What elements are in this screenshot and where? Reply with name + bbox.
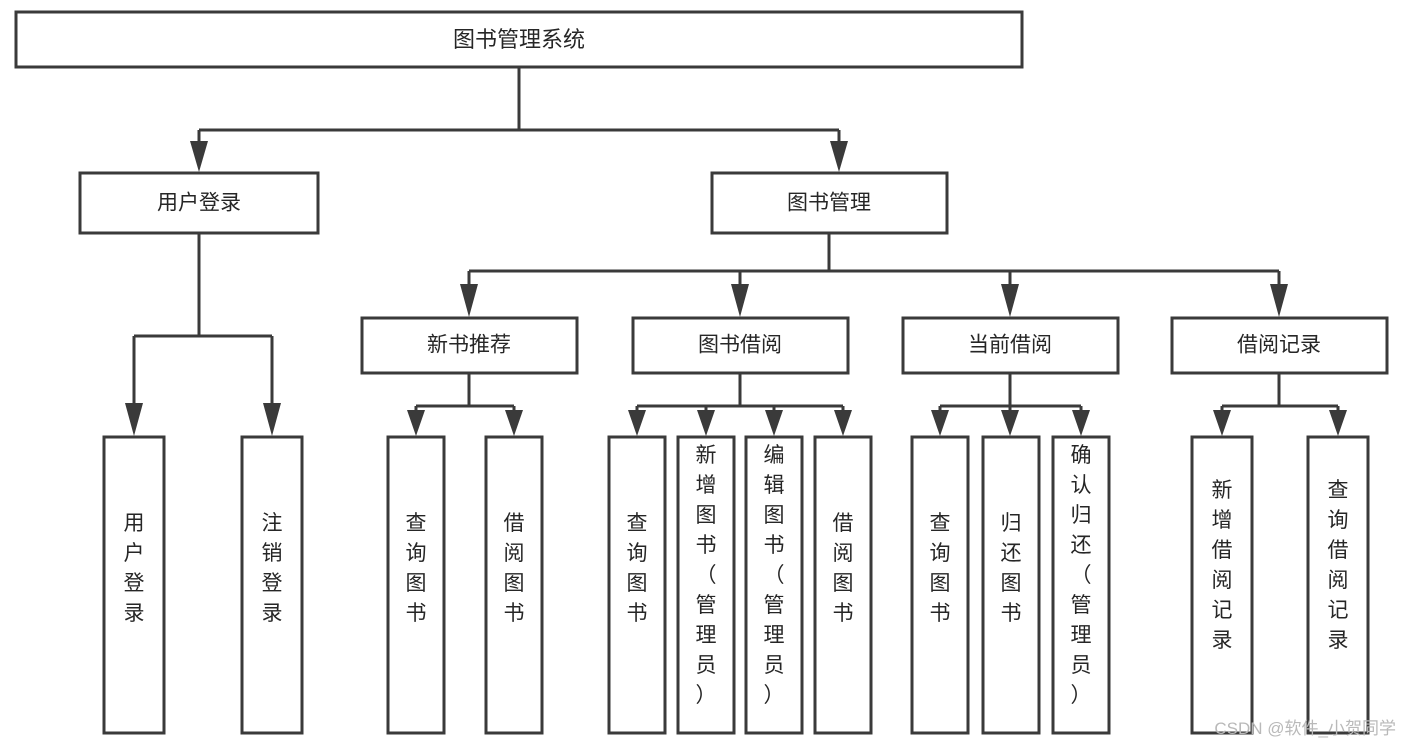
arrow-head-icon [263, 403, 281, 436]
node-user-login-label: 用户登录 [157, 192, 241, 215]
arrow-head-icon [1270, 284, 1288, 317]
arrow-head-icon [931, 410, 949, 436]
node-user-login-box[interactable] [78, 171, 320, 235]
leaf-records-add-record-label: 新增借阅记录 [1212, 479, 1233, 652]
leaf-user-login-box[interactable] [102, 435, 166, 735]
arrow-head-icon [830, 141, 848, 172]
leaf-newrec-query-book-box[interactable] [386, 435, 446, 735]
arrow-head-icon [834, 410, 852, 436]
leaf-borrow-edit-book[interactable]: 编辑图书（管理员） [744, 435, 804, 735]
leaf-newrec-query-book[interactable]: 查询图书 [386, 435, 446, 735]
arrow-head-icon [125, 403, 143, 436]
leaf-records-add-record-box[interactable] [1190, 435, 1254, 735]
leaf-borrow-query-book-label: 查询图书 [627, 512, 648, 625]
node-book-borrow[interactable]: 图书借阅 [631, 316, 850, 375]
leaf-borrow-add-book-label: 新增图书（管理员） [696, 444, 717, 707]
leaf-current-query-book-label: 查询图书 [930, 512, 951, 625]
leaf-newrec-borrow-book[interactable]: 借阅图书 [484, 435, 544, 735]
node-new-book-recommend-box[interactable] [360, 316, 579, 375]
edge-current-to-leaves [931, 373, 1090, 436]
leaf-borrow-add-book[interactable]: 新增图书（管理员） [676, 435, 736, 735]
node-borrow-records-label: 借阅记录 [1237, 334, 1321, 357]
leaf-newrec-borrow-book-label: 借阅图书 [504, 512, 525, 625]
leaf-borrow-add-book-box[interactable] [676, 435, 736, 735]
leaf-borrow-do-borrow-box[interactable] [813, 435, 873, 735]
leaf-current-confirm-return-box[interactable] [1051, 435, 1111, 735]
node-borrow-records[interactable]: 借阅记录 [1170, 316, 1389, 375]
leaf-current-return-book-box[interactable] [981, 435, 1041, 735]
watermark-label: CSDN @软件_小贺同学 [1214, 719, 1396, 738]
leaf-current-query-book-box[interactable] [910, 435, 970, 735]
leaf-user-login-label: 用户登录 [124, 512, 145, 625]
leaf-current-return-book-label: 归还图书 [1001, 512, 1022, 625]
node-root[interactable]: 图书管理系统 [14, 10, 1024, 69]
node-user-login[interactable]: 用户登录 [78, 171, 320, 235]
arrow-head-icon [697, 410, 715, 436]
arrow-head-icon [460, 284, 478, 317]
arrow-head-icon [407, 410, 425, 436]
leaf-user-login[interactable]: 用户登录 [102, 435, 166, 735]
leaf-user-logout-label: 注销登录 [262, 512, 283, 625]
edge-records-to-leaves [1213, 373, 1347, 436]
arrow-head-icon [1072, 410, 1090, 436]
node-book-management-box[interactable] [710, 171, 949, 235]
edge-newrec-to-leaves [407, 373, 523, 436]
arrow-head-icon [1001, 410, 1019, 436]
node-current-borrow-box[interactable] [901, 316, 1120, 375]
leaf-borrow-edit-book-box[interactable] [744, 435, 804, 735]
leaf-current-return-book[interactable]: 归还图书 [981, 435, 1041, 735]
leaf-borrow-do-borrow[interactable]: 借阅图书 [813, 435, 873, 735]
arrow-head-icon [628, 410, 646, 436]
node-root-label: 图书管理系统 [453, 27, 585, 52]
leaf-current-confirm-return-label: 确认归还（管理员） [1071, 444, 1092, 707]
arrow-head-icon [505, 410, 523, 436]
node-book-management[interactable]: 图书管理 [710, 171, 949, 235]
arrow-head-icon [1329, 410, 1347, 436]
node-book-borrow-box[interactable] [631, 316, 850, 375]
arrow-head-icon [1001, 284, 1019, 317]
edge-root-to-level1 [190, 67, 848, 172]
leaf-user-logout-box[interactable] [240, 435, 304, 735]
leaf-records-query-record-label: 查询借阅记录 [1328, 479, 1349, 652]
leaf-borrow-do-borrow-label: 借阅图书 [833, 512, 854, 625]
node-current-borrow[interactable]: 当前借阅 [901, 316, 1120, 375]
leaf-borrow-edit-book-label: 编辑图书（管理员） [764, 444, 785, 707]
node-current-borrow-label: 当前借阅 [968, 334, 1052, 357]
leaf-user-logout[interactable]: 注销登录 [240, 435, 304, 735]
node-book-borrow-label: 图书借阅 [698, 334, 782, 357]
edge-bookmgmt-to-children [460, 233, 1288, 317]
edge-login-to-leaves [125, 233, 281, 436]
edge-borrow-to-leaves [628, 373, 852, 436]
node-root-box[interactable] [14, 10, 1024, 69]
leaf-current-confirm-return[interactable]: 确认归还（管理员） [1051, 435, 1111, 735]
leaf-records-query-record[interactable]: 查询借阅记录 [1306, 435, 1370, 735]
leaf-newrec-query-book-label: 查询图书 [406, 512, 427, 625]
node-new-book-recommend[interactable]: 新书推荐 [360, 316, 579, 375]
arrow-head-icon [765, 410, 783, 436]
node-book-management-label: 图书管理 [787, 192, 871, 215]
leaf-borrow-query-book[interactable]: 查询图书 [607, 435, 667, 735]
leaf-borrow-query-book-box[interactable] [607, 435, 667, 735]
leaf-current-query-book[interactable]: 查询图书 [910, 435, 970, 735]
arrow-head-icon [1213, 410, 1231, 436]
leaf-records-query-record-box[interactable] [1306, 435, 1370, 735]
node-borrow-records-box[interactable] [1170, 316, 1389, 375]
arrow-head-icon [731, 284, 749, 317]
arrow-head-icon [190, 141, 208, 172]
node-new-book-recommend-label: 新书推荐 [427, 334, 511, 357]
leaf-records-add-record[interactable]: 新增借阅记录 [1190, 435, 1254, 735]
leaf-newrec-borrow-book-box[interactable] [484, 435, 544, 735]
connector-layer [125, 67, 1347, 436]
